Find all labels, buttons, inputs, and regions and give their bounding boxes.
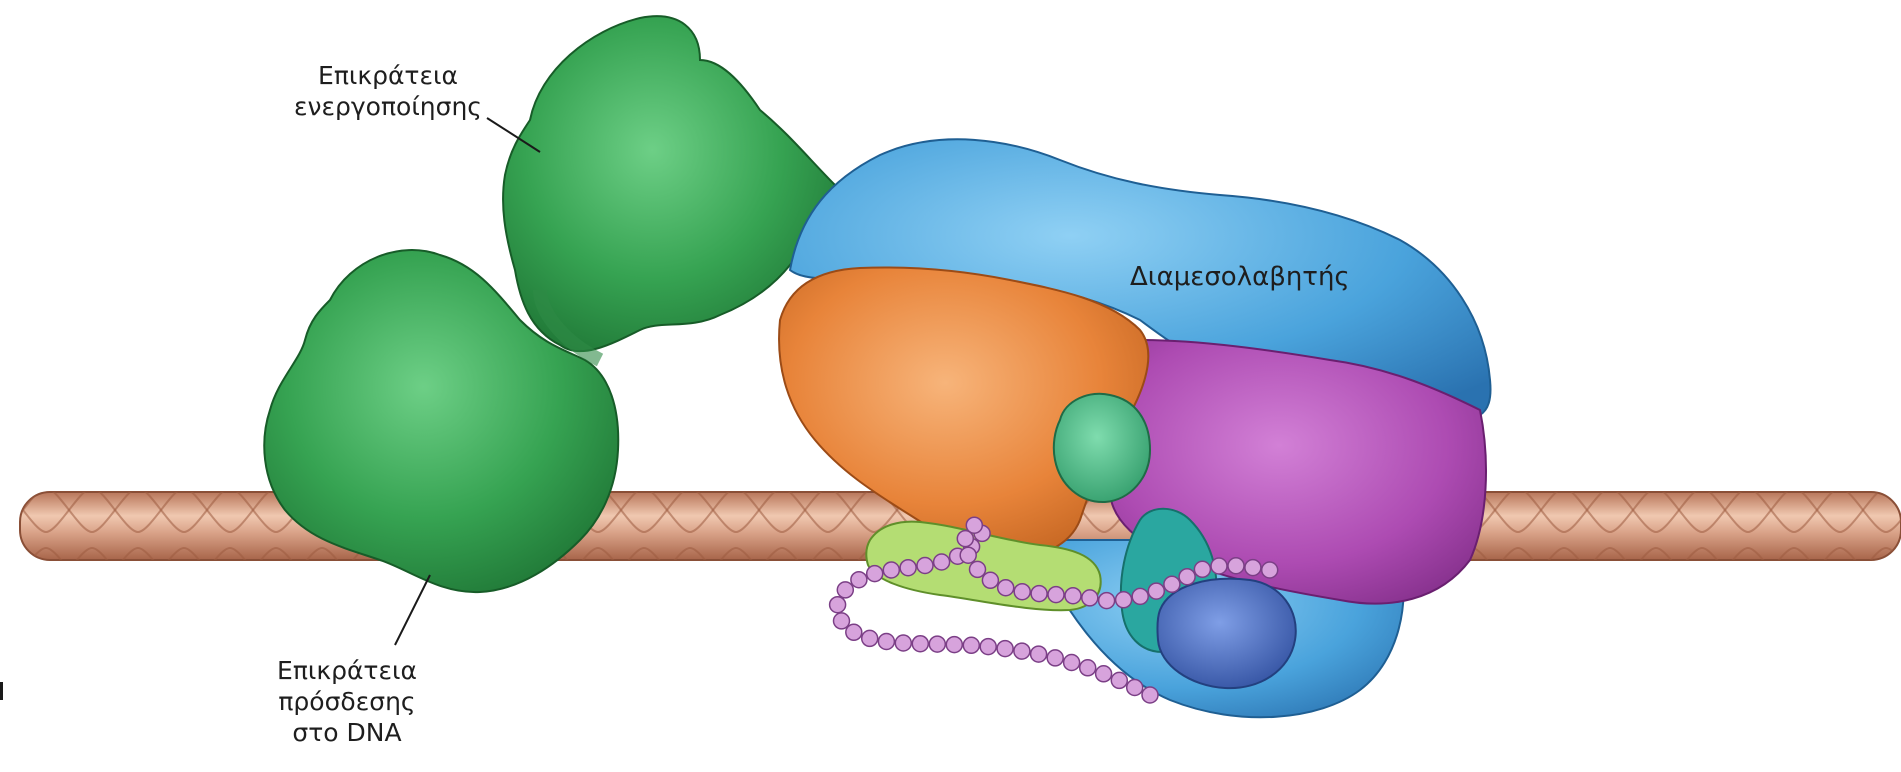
bead [1099, 593, 1115, 609]
bead [1132, 588, 1148, 604]
bead [1111, 672, 1127, 688]
dna-binding-domain-label-line1: Επικράτεια [247, 655, 447, 686]
bead [970, 561, 986, 577]
bead [1194, 561, 1210, 577]
bead [878, 634, 894, 650]
bead [912, 636, 928, 652]
bead [917, 558, 933, 574]
bead [1228, 558, 1244, 574]
activation-domain-label: Επικράτεια ενεργοποίησης [263, 60, 513, 122]
bead [1116, 592, 1132, 608]
bead [960, 547, 976, 563]
bead [957, 531, 973, 547]
bead [1014, 584, 1030, 600]
bead [1245, 560, 1261, 576]
bead [1064, 655, 1080, 671]
bead [1179, 569, 1195, 585]
bead [1262, 562, 1278, 578]
binding-domain-leader [395, 575, 430, 645]
edge-mark [0, 682, 3, 700]
bead [1080, 660, 1096, 676]
bead [1082, 590, 1098, 606]
bead [846, 624, 862, 640]
bead [929, 636, 945, 652]
bead [834, 613, 850, 629]
bead [1031, 586, 1047, 602]
bead [1031, 646, 1047, 662]
bead [862, 630, 878, 646]
bead [982, 572, 998, 588]
activation-domain-shape [503, 16, 835, 351]
activation-domain-label-line2: ενεργοποίησης [263, 91, 513, 122]
bead [900, 560, 916, 576]
mediator-label: Διαμεσολαβητής [1130, 262, 1410, 293]
bead [980, 639, 996, 655]
bead [963, 637, 979, 653]
bead [1096, 666, 1112, 682]
mediator-small-green [1054, 394, 1150, 502]
dna-binding-domain-label: Επικράτεια πρόσδεσης στο DNA [247, 655, 447, 748]
bead [1142, 687, 1158, 703]
bead [895, 635, 911, 651]
bead [1048, 587, 1064, 603]
bead [837, 582, 853, 598]
bead [883, 562, 899, 578]
bead [1148, 583, 1164, 599]
bead [946, 637, 962, 653]
bead [1047, 650, 1063, 666]
bead [867, 566, 883, 582]
activation-domain-label-line1: Επικράτεια [263, 60, 513, 91]
bead [1127, 680, 1143, 696]
bead [934, 554, 950, 570]
bead [851, 572, 867, 588]
bead [1211, 558, 1227, 574]
bead [998, 580, 1014, 596]
bead [1014, 643, 1030, 659]
bead [997, 641, 1013, 657]
bead [1065, 588, 1081, 604]
mediator-navy [1157, 579, 1295, 688]
mediator-complex [779, 139, 1490, 717]
dna-binding-domain-label-line3: στο DNA [247, 717, 447, 748]
bead [830, 597, 846, 613]
bead [1164, 576, 1180, 592]
dna-binding-domain-label-line2: πρόσδεσης [247, 686, 447, 717]
